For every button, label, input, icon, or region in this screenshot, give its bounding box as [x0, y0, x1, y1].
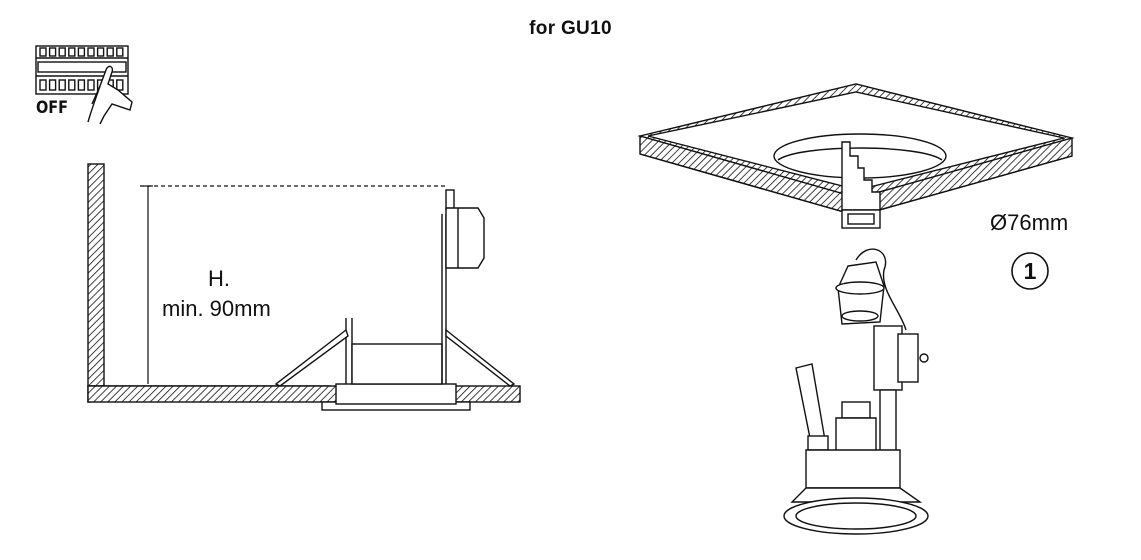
step-number: 1 — [1023, 258, 1037, 284]
breaker-terminal — [39, 47, 47, 57]
breaker-terminal — [96, 47, 105, 57]
diagram-title: for GU10 — [529, 18, 612, 39]
breaker-terminal — [58, 79, 66, 91]
breaker-terminal — [77, 47, 86, 57]
downlight-section — [274, 189, 516, 411]
switch-off-label: OFF — [36, 98, 69, 118]
height-dimension — [140, 185, 446, 384]
breaker-terminal — [87, 79, 95, 91]
exploded-downlight — [783, 248, 929, 535]
breaker-terminal — [58, 47, 66, 57]
hole-diameter-label: Ø76mm — [990, 210, 1069, 235]
breaker-terminal — [77, 79, 86, 91]
breaker-terminal — [106, 47, 114, 57]
step-number-badge — [1011, 252, 1049, 290]
height-label: H. — [208, 266, 230, 291]
breaker-terminal — [68, 79, 76, 91]
breaker-terminal — [48, 79, 57, 91]
breaker-terminal — [39, 79, 47, 91]
breaker-terminal — [48, 47, 57, 57]
breaker-terminal — [116, 79, 124, 91]
breaker-terminal — [116, 47, 124, 57]
hand-icon — [87, 65, 133, 125]
breaker-terminal — [87, 47, 95, 57]
ceiling-panel — [637, 83, 1075, 229]
height-minimum-label: min. 90mm — [162, 296, 271, 321]
breaker-terminal — [68, 47, 76, 57]
breaker-panel-icon — [35, 45, 129, 95]
